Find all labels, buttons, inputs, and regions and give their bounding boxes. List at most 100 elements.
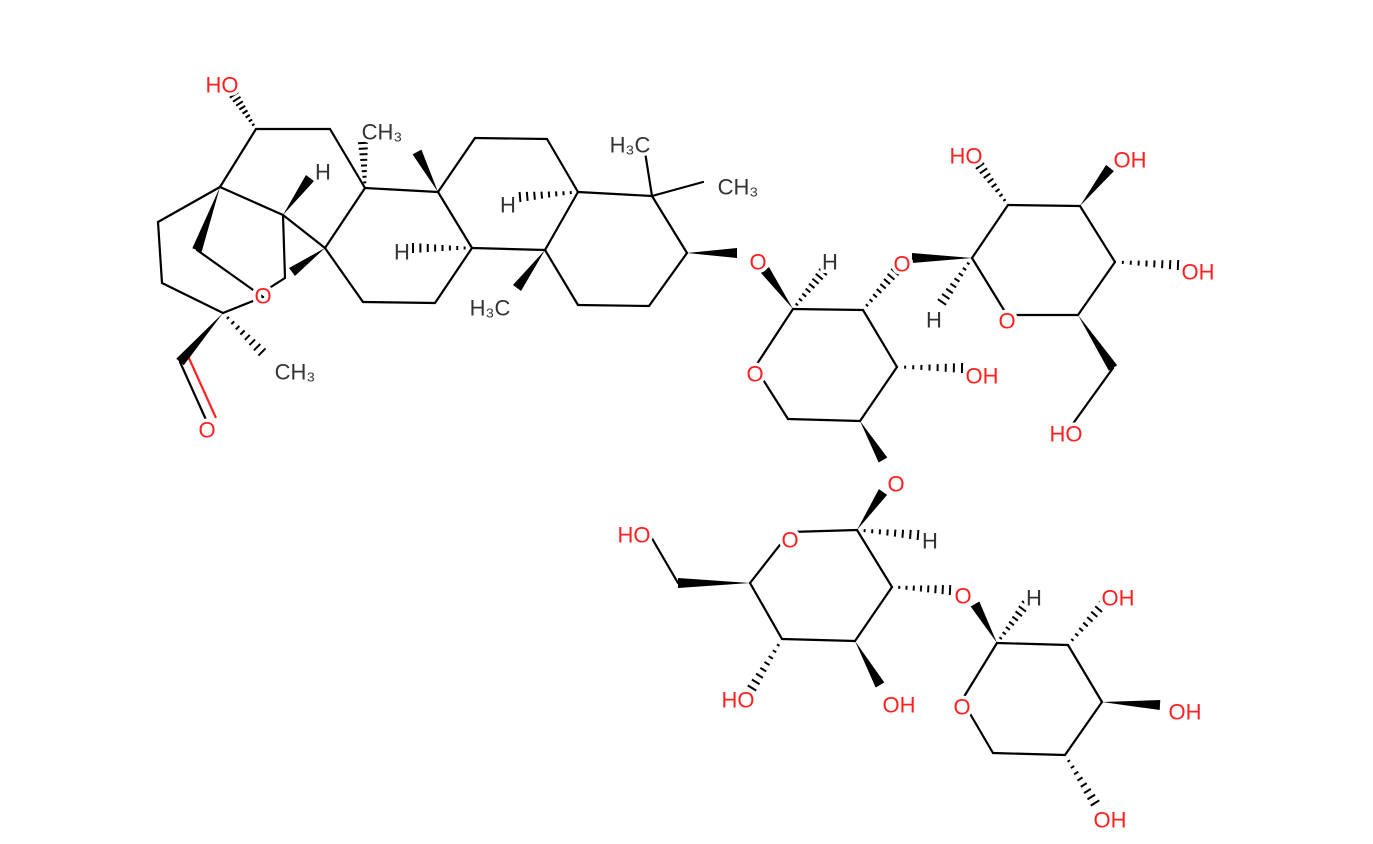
hash-bond bbox=[998, 600, 1031, 640]
atom-label: H₃C bbox=[470, 296, 511, 321]
bond bbox=[543, 190, 580, 252]
hash-stroke bbox=[253, 343, 262, 352]
hash-stroke bbox=[883, 278, 891, 285]
atom-label: H bbox=[315, 160, 331, 185]
bond bbox=[218, 185, 285, 217]
bond bbox=[650, 180, 705, 198]
hash-stroke bbox=[239, 329, 246, 336]
bond bbox=[195, 248, 265, 299]
hash-bond bbox=[937, 261, 971, 306]
hash-stroke bbox=[547, 191, 551, 198]
wedge-bond bbox=[1078, 315, 1118, 371]
atom-label: OH bbox=[1169, 700, 1202, 725]
atom-label: O bbox=[198, 418, 215, 443]
bond bbox=[323, 246, 365, 304]
atom-label: O bbox=[887, 472, 904, 497]
hash-stroke bbox=[1002, 198, 1007, 202]
bond bbox=[647, 251, 689, 308]
hash-stroke bbox=[1021, 600, 1031, 608]
hash-stroke bbox=[966, 261, 971, 266]
atom-label: H bbox=[394, 240, 410, 265]
bond bbox=[861, 308, 899, 369]
bond bbox=[218, 127, 258, 189]
wedge-bond bbox=[687, 248, 737, 258]
bond bbox=[991, 751, 1067, 757]
bond bbox=[156, 220, 164, 285]
hash-stroke bbox=[868, 298, 874, 303]
bond bbox=[221, 295, 265, 315]
atom-label: O bbox=[998, 309, 1015, 334]
hash-stroke bbox=[998, 636, 1003, 640]
hash-stroke bbox=[229, 91, 239, 99]
bond bbox=[328, 127, 367, 190]
bond bbox=[361, 300, 437, 305]
hash-stroke bbox=[230, 320, 235, 325]
hash-stroke bbox=[768, 655, 774, 660]
wedge-bond bbox=[760, 267, 793, 309]
hash-stroke bbox=[251, 123, 256, 127]
bond bbox=[853, 585, 894, 643]
hash-bond bbox=[1121, 259, 1180, 271]
hash-bond bbox=[357, 141, 369, 184]
bond bbox=[436, 136, 477, 194]
bond bbox=[576, 303, 651, 308]
hash-stroke bbox=[248, 118, 253, 123]
atom-label: OH bbox=[1094, 808, 1127, 833]
hash-stroke bbox=[1076, 776, 1084, 782]
hash-stroke bbox=[909, 529, 912, 539]
hash-bond bbox=[898, 584, 952, 596]
hash-bond bbox=[865, 268, 900, 307]
atom-label: H bbox=[500, 193, 516, 218]
hash-stroke bbox=[763, 661, 771, 666]
double-bond bbox=[186, 355, 218, 419]
hash-stroke bbox=[998, 193, 1004, 198]
hash-stroke bbox=[865, 303, 869, 307]
hash-stroke bbox=[540, 191, 544, 199]
hash-stroke bbox=[1074, 632, 1079, 637]
hash-stroke bbox=[1070, 765, 1075, 769]
hash-stroke bbox=[518, 191, 522, 203]
hash-bond bbox=[518, 191, 572, 203]
bond bbox=[995, 641, 1070, 647]
hash-stroke bbox=[751, 678, 761, 686]
hash-stroke bbox=[893, 529, 897, 537]
hash-stroke bbox=[1086, 793, 1096, 801]
hash-stroke bbox=[244, 334, 251, 341]
hash-stroke bbox=[801, 292, 807, 298]
hash-stroke bbox=[990, 182, 998, 189]
hash-stroke bbox=[755, 672, 764, 679]
atom-label: HO bbox=[950, 144, 983, 169]
hash-stroke bbox=[238, 105, 246, 111]
hash-stroke bbox=[1094, 605, 1103, 613]
bond bbox=[786, 417, 862, 423]
hash-stroke bbox=[818, 268, 828, 276]
hash-stroke bbox=[798, 297, 803, 302]
bond bbox=[470, 246, 547, 252]
wedge-bond bbox=[857, 489, 888, 530]
hash-stroke bbox=[1070, 638, 1075, 642]
hash-stroke bbox=[1018, 605, 1027, 613]
bond bbox=[1063, 700, 1104, 757]
wedge-bond bbox=[512, 250, 545, 291]
hash-stroke bbox=[886, 273, 896, 281]
bond bbox=[753, 365, 790, 421]
hash-stroke bbox=[1008, 620, 1015, 627]
wedge-bond bbox=[860, 421, 888, 463]
bond bbox=[643, 150, 654, 198]
bond bbox=[791, 307, 865, 312]
hash-stroke bbox=[1086, 616, 1094, 623]
bond bbox=[545, 137, 580, 194]
hash-stroke bbox=[975, 162, 985, 170]
bond bbox=[543, 248, 580, 307]
atom-label: HO bbox=[1050, 422, 1083, 447]
hash-stroke bbox=[1014, 610, 1023, 617]
atom-label: HO bbox=[618, 523, 651, 548]
bond bbox=[473, 136, 549, 141]
atom-label: O bbox=[749, 250, 766, 275]
hash-bond bbox=[1066, 759, 1100, 807]
hash-stroke bbox=[1011, 615, 1019, 622]
hash-stroke bbox=[979, 167, 988, 175]
hash-stroke bbox=[235, 325, 241, 331]
